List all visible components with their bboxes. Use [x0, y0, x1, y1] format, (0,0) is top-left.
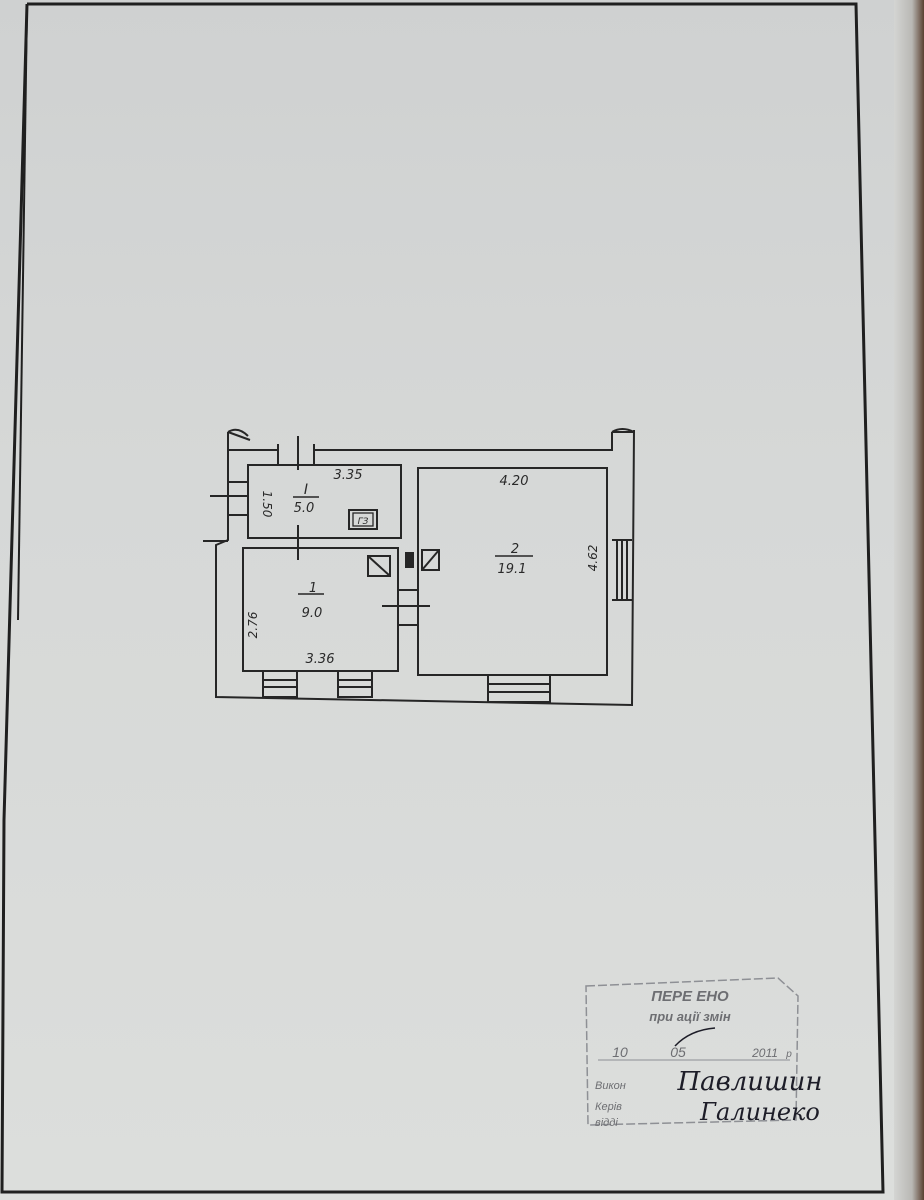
room-2-number: 2	[511, 542, 519, 557]
room-1-outline	[242, 547, 399, 672]
room-I-outline	[247, 464, 402, 539]
stamp-label-b: Керів	[595, 1101, 622, 1113]
room-I-depth: 1.50	[260, 491, 274, 518]
chimney	[405, 552, 414, 568]
stamp-year-suffix: р	[785, 1049, 792, 1060]
stove-room-2	[421, 549, 440, 571]
gas-stove-icon	[348, 509, 378, 530]
room-2-depth: 4.62	[586, 545, 600, 572]
page-edge	[894, 0, 924, 1200]
stamp-day: 10	[612, 1044, 628, 1060]
room-I-area: 5.0	[294, 501, 315, 516]
stove-room-1	[367, 555, 391, 577]
room-2-width: 4.20	[500, 474, 529, 489]
outer-wall	[215, 429, 635, 707]
stamp-year: 2011	[751, 1046, 778, 1060]
stamp-month: 05	[670, 1044, 686, 1060]
verification-stamp: ПЕРЕ ЕНО при ації змін 10 05 2011 р Вико…	[585, 977, 799, 1129]
stamp-line-1: ПЕРЕ ЕНО	[651, 988, 729, 1005]
stamp-label-c: відді	[595, 1117, 618, 1129]
stamp-label-a: Викон	[595, 1080, 626, 1092]
signature: Павлишин Галинеко	[674, 1027, 823, 1126]
room-I-width: 3.35	[334, 468, 363, 483]
room-2-area: 19.1	[498, 562, 527, 577]
room-I-number: I	[304, 482, 308, 498]
stamp-line-2: при ації змін	[649, 1009, 731, 1024]
gas-stove-label: ГЗ	[358, 517, 369, 527]
signature-line-2: Галинеко	[699, 1098, 820, 1126]
room-1-width: 3.36	[306, 652, 335, 667]
room-1-area: 9.0	[302, 606, 323, 621]
signature-line-1: Павлишин	[676, 1067, 822, 1097]
room-1-depth: 2.76	[246, 611, 260, 638]
room-1-number: 1	[309, 581, 317, 596]
